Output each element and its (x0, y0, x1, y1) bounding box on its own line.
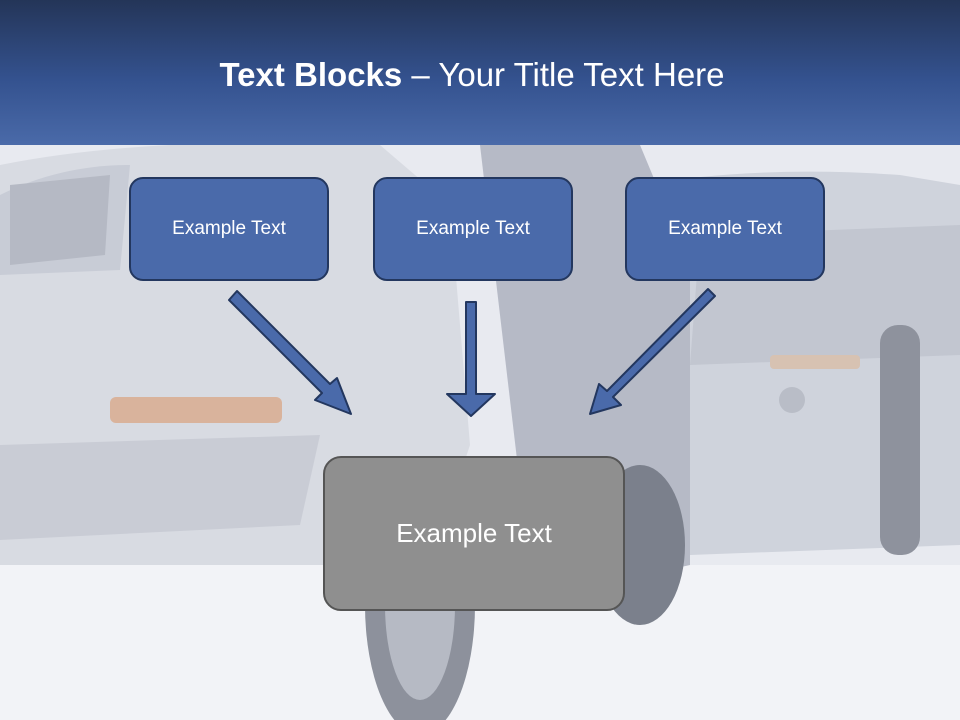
text-block-2-label: Example Text (416, 218, 530, 239)
text-block-3-label: Example Text (668, 218, 782, 239)
title-dash: – (402, 56, 439, 93)
text-block-1-label: Example Text (172, 218, 286, 239)
title-bar: Text Blocks – Your Title Text Here (0, 0, 960, 145)
title-rest: Your Title Text Here (438, 56, 725, 93)
arrow-right (589, 288, 716, 415)
text-block-1[interactable]: Example Text (129, 177, 329, 281)
arrow-center (446, 301, 496, 417)
text-block-2[interactable]: Example Text (373, 177, 573, 281)
text-block-3[interactable]: Example Text (625, 177, 825, 281)
title-bold: Text Blocks (219, 56, 403, 93)
target-text-block[interactable]: Example Text (323, 456, 625, 611)
slide-title: Text Blocks – Your Title Text Here (0, 56, 944, 94)
arrow-left (228, 290, 352, 415)
target-text-block-label: Example Text (396, 518, 552, 548)
